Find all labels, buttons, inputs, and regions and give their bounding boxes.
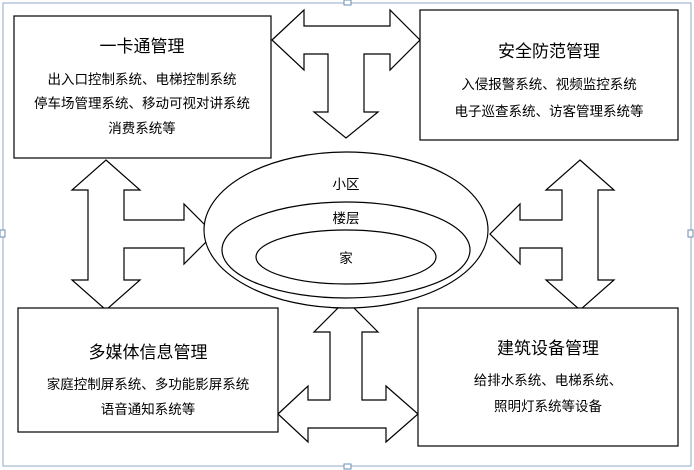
box-building-management: 建筑设备管理 给排水系统、电梯系统、 照明灯系统等设备 (417, 307, 679, 447)
box-card-management: 一卡通管理 出入口控制系统、电梯控制系统 停车场管理系统、移动可视对讲系统 消费… (13, 15, 272, 159)
zone-community-label: 小区 (333, 177, 360, 193)
arrow-left-connector (70, 159, 215, 311)
zone-floor-label: 楼层 (333, 211, 360, 227)
center-nested-zones: 小区 楼层 家 (203, 151, 489, 309)
box-multimedia-line-1: 家庭控制屏系统、多功能影屏系统 (47, 376, 250, 393)
left-resize-handle[interactable] (0, 229, 6, 238)
box-card-title: 一卡通管理 (100, 37, 185, 57)
arrow-right-connector (489, 159, 616, 311)
box-card-line-3: 消费系统等 (108, 120, 176, 137)
box-multimedia-management: 多媒体信息管理 家庭控制屏系统、多功能影屏系统 语音通知系统等 (17, 307, 279, 433)
box-card-line-2: 停车场管理系统、移动可视对讲系统 (34, 95, 250, 112)
zone-home-ellipse (255, 229, 437, 285)
box-security-line-2: 电子巡查系统、访客管理系统等 (455, 103, 644, 120)
right-resize-handle[interactable] (687, 229, 694, 238)
bottom-resize-handle[interactable] (343, 463, 352, 470)
box-building-line-2: 照明灯系统等设备 (494, 398, 602, 415)
arrow-top-connector (271, 8, 421, 139)
box-security-title: 安全防范管理 (498, 42, 600, 62)
box-security-management: 安全防范管理 入侵报警系统、视频监控系统 电子巡查系统、访客管理系统等 (419, 9, 679, 141)
box-multimedia-title: 多媒体信息管理 (89, 343, 208, 363)
zone-home-label: 家 (339, 250, 353, 267)
box-security-line-1: 入侵报警系统、视频监控系统 (461, 76, 637, 93)
top-resize-handle[interactable] (343, 0, 352, 6)
box-multimedia-line-2: 语音通知系统等 (101, 401, 196, 418)
box-building-line-1: 给排水系统、电梯系统、 (474, 373, 623, 389)
box-building-title: 建筑设备管理 (497, 339, 599, 359)
arrow-bottom-connector (277, 299, 419, 444)
box-card-line-1: 出入口控制系统、电梯控制系统 (48, 72, 237, 88)
